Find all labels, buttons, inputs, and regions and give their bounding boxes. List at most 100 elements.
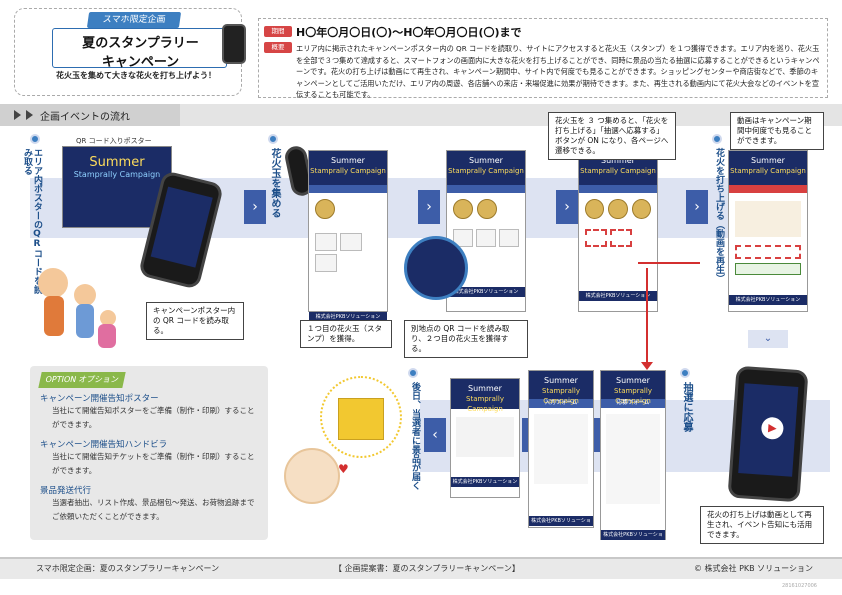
confirm-title: 応募フォーム bbox=[601, 399, 665, 408]
launch-button-highlight[interactable] bbox=[585, 229, 607, 247]
option-item-title: キャンペーン開催告知ハンドビラ bbox=[40, 440, 168, 450]
screen-head1: Summer bbox=[468, 384, 502, 393]
flow-arrow: › bbox=[418, 190, 440, 224]
smartphone-icon bbox=[222, 24, 246, 64]
info-panel bbox=[258, 18, 828, 98]
apply-button-highlight[interactable] bbox=[610, 229, 632, 247]
stamp-ball-icon bbox=[453, 199, 473, 219]
screen-footer: 株式会社PKBソリューション bbox=[451, 477, 519, 487]
callout-scan: キャンペーンポスター内の QR コードを読み取る。 bbox=[146, 302, 244, 340]
triangle-icon bbox=[14, 110, 21, 120]
step-dot bbox=[680, 368, 690, 378]
stamp-ball-icon bbox=[477, 199, 497, 219]
triangle-icon bbox=[26, 110, 33, 120]
step2-label: 花火玉を集める bbox=[269, 148, 280, 218]
stamp-slot bbox=[476, 229, 496, 247]
family-figure bbox=[98, 324, 116, 348]
apply-button[interactable] bbox=[735, 263, 801, 275]
step5-label: 後日、当選者に景品が届く bbox=[410, 382, 420, 490]
option-item-title: キャンペーン開催告知ポスター bbox=[40, 394, 159, 404]
family-figure bbox=[44, 296, 64, 336]
flow-arrow-back: ‹ bbox=[424, 418, 446, 452]
footer-center: 【 企画提案書：夏のスタンプラリーキャンペーン】 bbox=[334, 564, 520, 573]
period-tag: 期間 bbox=[264, 26, 292, 37]
flow-arrow: › bbox=[556, 190, 578, 224]
title-line2: キャンペーン bbox=[101, 55, 180, 70]
screen-footer: 株式会社PKBソリューション bbox=[309, 312, 387, 322]
footer-left: スマホ限定企画：夏のスタンプラリーキャンペーン bbox=[36, 564, 220, 573]
stamp-ball-icon bbox=[315, 199, 335, 219]
stamp-slot bbox=[499, 229, 519, 247]
option-panel bbox=[30, 366, 268, 540]
screen-head2: Stamprally Campaign bbox=[730, 167, 806, 175]
title-line1: 夏のスタンプラリー bbox=[82, 36, 199, 51]
step-dot bbox=[30, 134, 40, 144]
title-banner: 夏のスタンプラリー キャンペーン bbox=[52, 28, 227, 70]
screen-head2: Stamprally Campaign bbox=[310, 167, 386, 175]
qr-scan-circle bbox=[404, 236, 468, 300]
poster-title2: Stamprally Campaign bbox=[73, 170, 161, 179]
callout-second-ball: 別地点の QR コードを読み取り、２つ目の花火玉を獲得する。 bbox=[404, 320, 528, 358]
option-item-title: 景品発送代行 bbox=[40, 486, 92, 496]
launch-button[interactable] bbox=[735, 245, 801, 259]
option-list: キャンペーン開催告知ポスター 当社にて開催告知ポスターをご準備（制作・印刷）する… bbox=[40, 392, 260, 524]
option-tag: OPTION オプション bbox=[38, 372, 126, 388]
step3-label: 花火を打ち上げる（動画を再生） bbox=[714, 148, 724, 283]
step-dot bbox=[408, 368, 418, 378]
screen-footer: 株式会社PKBソリューション bbox=[729, 295, 807, 305]
flow-arrow: › bbox=[686, 190, 708, 224]
stamp-slot bbox=[453, 229, 473, 247]
stamp-ball-icon bbox=[585, 199, 605, 219]
header-subtitle: 花火玉を集めて大きな花火を打ち上げよう！ bbox=[56, 71, 216, 80]
family-figure bbox=[74, 284, 96, 306]
step-dot bbox=[268, 134, 278, 144]
screen-head1: Summer bbox=[616, 376, 650, 385]
option-item-body: 当社にて開催告知ポスターをご準備（制作・印刷）することができます。 bbox=[52, 406, 255, 429]
limited-badge: スマホ限定企画 bbox=[86, 12, 182, 28]
connector-line bbox=[638, 262, 700, 264]
screen-head1: Summer bbox=[331, 156, 365, 165]
heart-icon: ♥ bbox=[338, 462, 349, 476]
play-icon[interactable]: ▶ bbox=[760, 416, 785, 441]
callout-replay: 動画はキャンペーン期間中何度でも見ることができます。 bbox=[730, 112, 824, 150]
chevron-down-icon: ⌄ bbox=[748, 330, 788, 348]
footer-right: © 株式会社 PKB ソリューション bbox=[694, 564, 814, 573]
screen-footer: 株式会社PKBソリューション bbox=[447, 287, 525, 297]
footer-bar bbox=[0, 557, 842, 579]
screen-head2: Stamprally Campaign bbox=[448, 167, 524, 175]
option-item-body: 当社にて開催告知チケットをご準備（制作・印刷）することができます。 bbox=[52, 452, 255, 475]
screen-head1: Summer bbox=[751, 156, 785, 165]
stamp-ball-icon bbox=[631, 199, 651, 219]
step4-label: 抽選に応募 bbox=[681, 382, 692, 432]
callout-three-balls: 花火玉を ３ つ集めると、「花火を打ち上げる」「抽選へ応募する」ボタンが ON … bbox=[548, 112, 676, 160]
family-figure bbox=[76, 304, 94, 338]
flow-section-bar-accent bbox=[0, 104, 180, 126]
screen-head1: Summer bbox=[601, 156, 635, 165]
step1-label: エリア内ポスターのQRコードを読み取る bbox=[22, 148, 42, 294]
callout-first-ball: １つ目の花火玉（スタンプ）を獲得。 bbox=[300, 320, 392, 348]
screen-head2: Stamprally Campaign bbox=[580, 167, 656, 175]
family-illustration bbox=[38, 268, 68, 298]
screen-footer: 株式会社PKBソリューション bbox=[579, 291, 657, 301]
screen-footer: 株式会社PKBソリューション bbox=[529, 516, 593, 534]
stamp-slot bbox=[315, 233, 337, 251]
poster-title1: Summer bbox=[89, 155, 145, 170]
stamp-ball-icon bbox=[608, 199, 628, 219]
family-figure bbox=[100, 310, 116, 326]
step-dot bbox=[712, 134, 722, 144]
flow-section-title: 企画イベントの流れ bbox=[40, 112, 130, 123]
doc-id: 28161027006 bbox=[782, 583, 817, 589]
screen-footer: 株式会社PKBソリューション bbox=[601, 530, 665, 548]
screen-head2: Stamprally Campaign bbox=[466, 395, 504, 413]
gift-burst-icon bbox=[320, 376, 402, 458]
screen-head1: Summer bbox=[469, 156, 503, 165]
overview-tag: 概要 bbox=[264, 42, 292, 53]
stamp-slot bbox=[315, 254, 337, 272]
connector-line bbox=[646, 268, 648, 364]
flow-arrow: › bbox=[244, 190, 266, 224]
